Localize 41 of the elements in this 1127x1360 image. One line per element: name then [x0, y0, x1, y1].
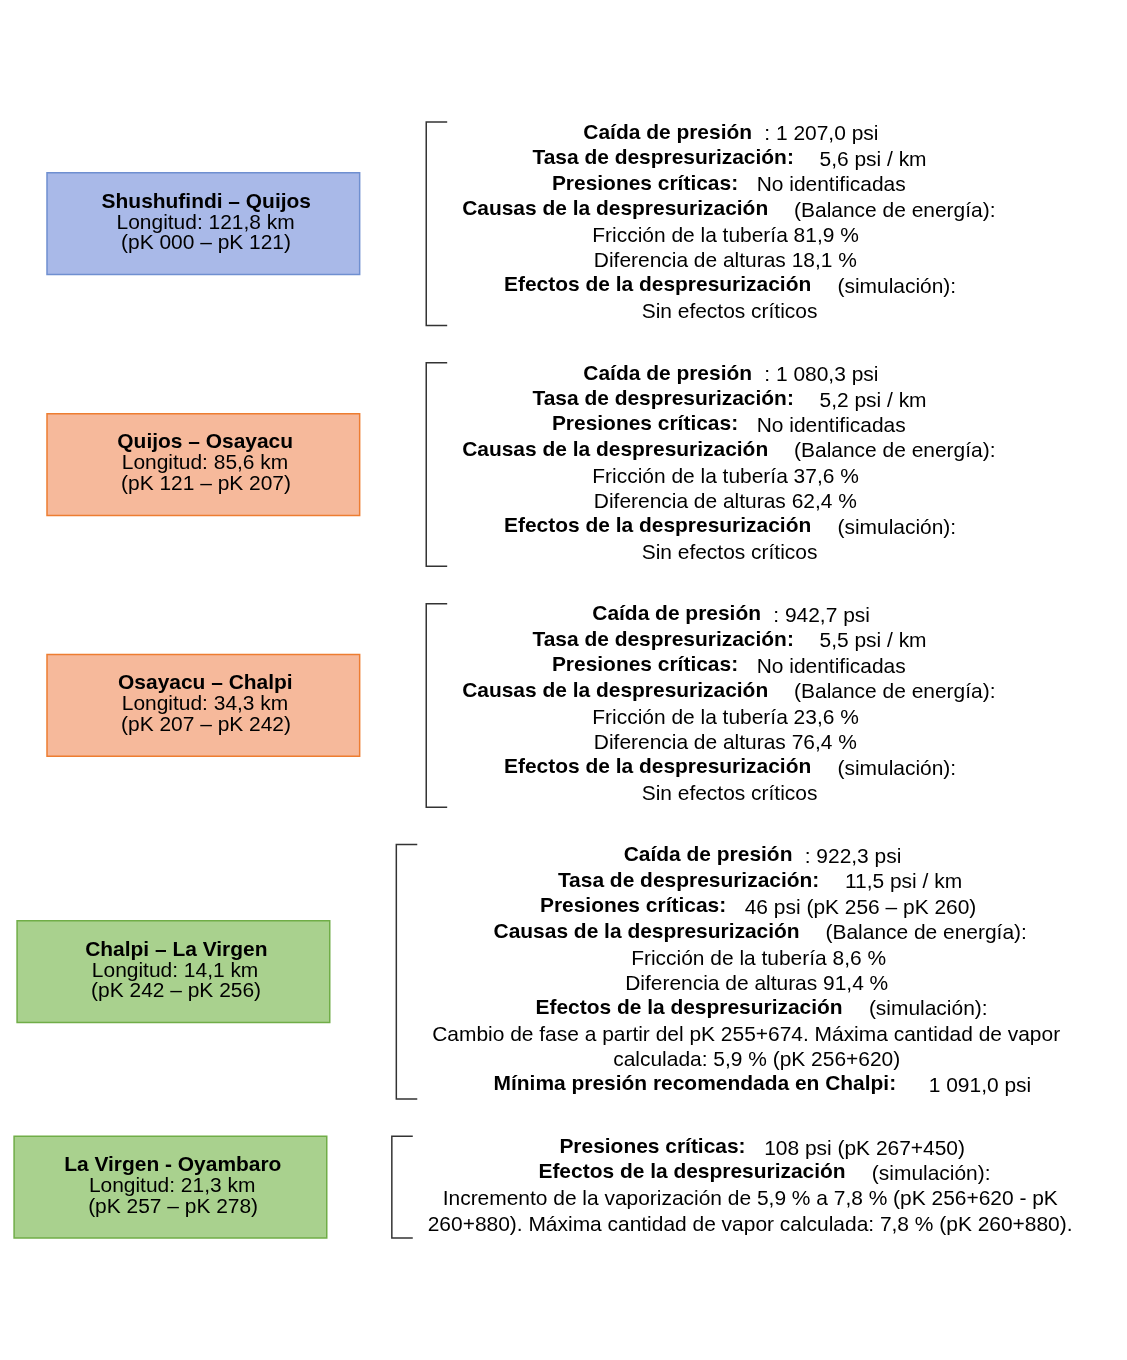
node-label: Diferencia de alturas 91,4 % — [625, 970, 889, 994]
node-label: Presiones críticas: No identificadas — [551, 411, 906, 436]
node-label: Cambio de fase a partir del pK 255+674. Máxima cantidad de vapor calculada: 5,9 % (pK 256+620) — [432, 1021, 1061, 1071]
node-label: Causas de la despresurización (Balance de energía): — [462, 436, 996, 462]
node-label: Presiones críticas: No identificadas — [551, 652, 906, 677]
node-label: Caída de presión: 1 207,0 psi — [583, 119, 879, 145]
node-label: Mínima presión recomendada en Chalpi: 1 091,0 psi — [493, 1071, 1032, 1096]
node-label: Sin efectos críticos — [641, 780, 818, 804]
node-box: La Virgen - Oyambaro Longitud: 21,3 km (pK 257 – pK 278) — [13, 1135, 328, 1239]
node-box: Quijos – Osayacu Longitud: 85,6 km (pK 121 – pK 207) — [46, 412, 361, 517]
node-label: Efectos de la despresurización (simulación): — [504, 272, 957, 297]
node-label: Fricción de la tubería 23,6 % — [592, 704, 859, 728]
node-label: Presiones críticas: 108 psi (pK 267+450) — [559, 1134, 965, 1159]
node-label: Sin efectos críticos — [641, 299, 818, 323]
node-label: Fricción de la tubería 81,9 % — [592, 222, 859, 246]
node-label: Presiones críticas: 46 psi (pK 256 – pK 260) — [539, 893, 977, 918]
node-label: Presiones críticas: No identificadas — [551, 170, 906, 196]
node-box: Osayacu – Chalpi Longitud: 34,3 km (pK 207 – pK 242) — [46, 653, 361, 758]
node-label: Efectos de la despresurización (simulación): — [538, 1159, 991, 1184]
node-label: Diferencia de alturas 18,1 % — [593, 248, 857, 272]
node-label: Causas de la despresurización (Balance de energía): — [462, 196, 996, 221]
node-label: Efectos de la despresurización (simulación): — [504, 513, 957, 538]
node-label: Diferencia de alturas 62,4 % — [593, 489, 857, 513]
node-label: Tasa de despresurización: 5,6 psi / km — [532, 145, 927, 170]
node-label: Tasa de despresurización: 5,2 psi / km — [532, 386, 927, 411]
node-label: Caída de presión: 942,7 psi — [592, 601, 870, 626]
node-label: Fricción de la tubería 8,6 % — [631, 945, 887, 969]
node-label: Causas de la despresurización (Balance de energía): — [462, 677, 996, 703]
node-label: Causas de la despresurización (Balance de energía): — [493, 918, 1027, 944]
node-label: Tasa de despresurización: 5,5 psi / km — [532, 626, 927, 652]
node-label: Caída de presión: 922,3 psi — [623, 842, 902, 867]
node-label: Caída de presión: 1 080,3 psi — [583, 360, 879, 386]
node-label: Tasa de despresurización: 11,5 psi / km — [557, 867, 963, 893]
node-label: Efectos de la despresurización (simulación): — [535, 994, 988, 1020]
node-box: Chalpi – La Virgen Longitud: 14,1 km (pK 242 – pK 256) — [16, 920, 331, 1024]
node-label: Efectos de la despresurización (simulación): — [504, 754, 957, 779]
node-label: Sin efectos críticos — [641, 540, 818, 564]
node-label: Incremento de la vaporización de 5,9 % a 7,8 % (pK 256+620 - pK 260+880). Máxima cantidad de vapor calculada: 7,8 % (pK 260+880). — [427, 1186, 1073, 1235]
node-label: Diferencia de alturas 76,4 % — [593, 730, 857, 754]
node-box: Shushufindi – Quijos Longitud: 121,8 km (pK 000 – pK 121) — [46, 172, 361, 276]
node-label: Fricción de la tubería 37,6 % — [592, 463, 859, 487]
